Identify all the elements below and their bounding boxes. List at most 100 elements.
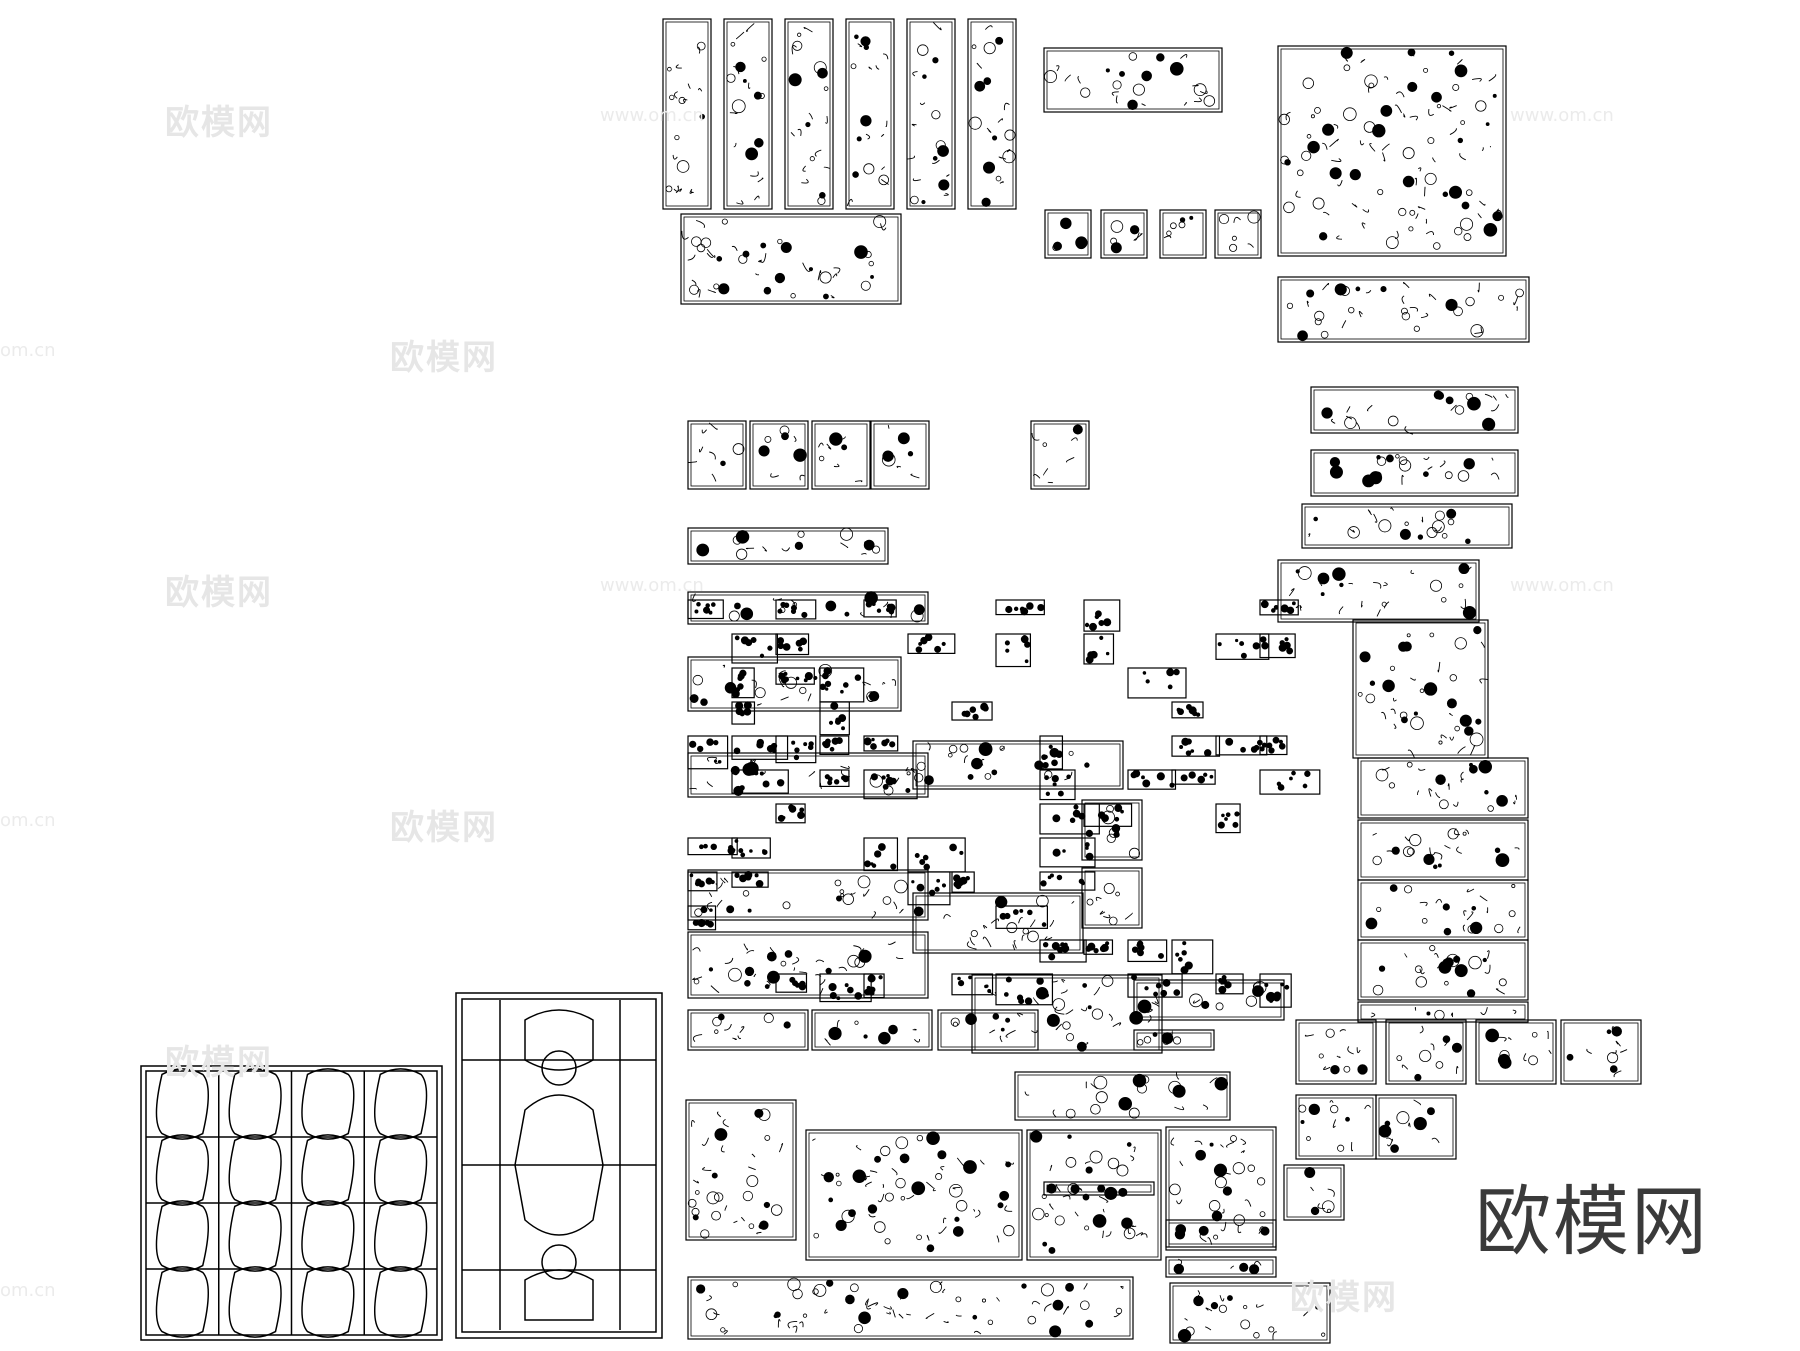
carving-panel [723,18,773,210]
watermark: 欧模网 [165,1043,273,1083]
ornament-tile [731,633,779,664]
ornament-tile [1171,769,1216,785]
carving-panel [1043,47,1223,113]
carving-panel [687,656,902,712]
ornament-tile [775,599,817,620]
carving-panel [1214,209,1262,259]
carving-panel [1475,1019,1557,1085]
ornament-tile [863,735,899,752]
carving-panel [1081,799,1143,861]
carving-panel [1357,819,1529,881]
carving-panel [687,527,889,565]
ornament-tile [731,667,755,699]
carving-panel [662,18,712,210]
watermark: 欧模网 [165,573,273,613]
carving-panels-cluster [662,18,1642,1344]
carving-panel [1165,1256,1277,1278]
carving-panel [1295,1094,1377,1160]
carving-panel [912,740,1124,790]
carving-panel [1277,559,1480,623]
ornament-tile [1127,667,1187,699]
carving-panel [1165,1126,1277,1248]
watermark-url: www.om.cn [1510,575,1614,596]
ornament-tile [1215,633,1270,660]
ornament-tile [907,871,951,906]
carving-panel [687,1276,1134,1340]
ornament-tile [863,973,885,999]
ornament-tile [819,735,850,756]
ornament-tile [1259,735,1288,756]
brand-logo: 欧模网 [1475,1177,1709,1266]
carving-panel [1352,619,1489,759]
watermark-url: om.cn [0,340,56,361]
ornament-tile [1215,735,1268,756]
carving-panel [784,18,834,210]
carving-panel [1357,879,1529,941]
ornament-tile [1127,973,1183,998]
ornament-tile [951,871,975,893]
carving-panel [937,1009,1039,1051]
geometric-lattice-door [455,992,663,1339]
ornament-tile [731,870,769,888]
carving-panel [1100,209,1148,259]
ornament-tile [819,973,872,1003]
carving-panel [1133,979,1285,1021]
ornament-tile [995,905,1049,929]
watermark: 欧模网 [1290,1278,1398,1318]
carving-panel [1357,939,1529,1001]
ornament-tile [995,599,1045,616]
carving-panel [870,420,930,490]
ornament-tile [731,735,789,760]
ornament-tile [819,667,865,703]
carving-panel [1044,209,1092,259]
watermark-url: www.om.cn [1510,105,1614,126]
carving-panel [1277,45,1507,257]
carving-panel [1301,503,1513,549]
carving-panel [1357,1001,1529,1023]
ornament-tile [687,599,724,620]
carving-panel [1159,209,1207,259]
ornament-tile [1171,735,1221,757]
ornament-tile [1039,769,1076,801]
ornament-tile [1083,803,1133,827]
ornament-tile [1259,769,1321,795]
carving-panel [1014,1071,1231,1121]
ornament-tile [687,837,738,856]
ornament-tile [1259,633,1296,659]
carving-panel [1277,276,1530,343]
ornament-tile [1083,633,1115,665]
carving-panel [1081,867,1143,929]
ornament-tile [687,871,718,892]
ornament-tile [731,837,771,859]
ornament-tile [1127,769,1177,790]
carving-panel [1357,757,1529,819]
watermark: 欧模网 [390,808,498,848]
ornament-tile [775,667,815,685]
ornament-tile [819,701,850,736]
carving-panel [1310,449,1519,497]
ornament-tile [687,735,729,770]
ornament-tile [1215,803,1241,834]
ornament-tile [863,769,918,800]
ornament-tile [731,769,789,794]
ornament-tile [907,633,956,654]
ornament-tile [775,633,810,656]
ornament-tile [775,973,808,993]
ornament-tile [951,973,994,996]
ornament-tile [1083,939,1114,955]
carving-panel [1169,1282,1331,1344]
carving-panel [1375,1094,1457,1160]
ornament-tile [907,837,966,873]
carving-panel [1310,386,1519,435]
ornament-tile [995,633,1032,668]
carving-panel [1026,1129,1162,1261]
carving-panel [1030,420,1090,490]
carving-panel [687,420,747,490]
ornament-tile [1039,939,1087,963]
carving-panel [680,213,902,305]
watermark: 欧模网 [165,103,273,143]
carving-panel [811,420,871,490]
carving-panel [1560,1019,1642,1085]
